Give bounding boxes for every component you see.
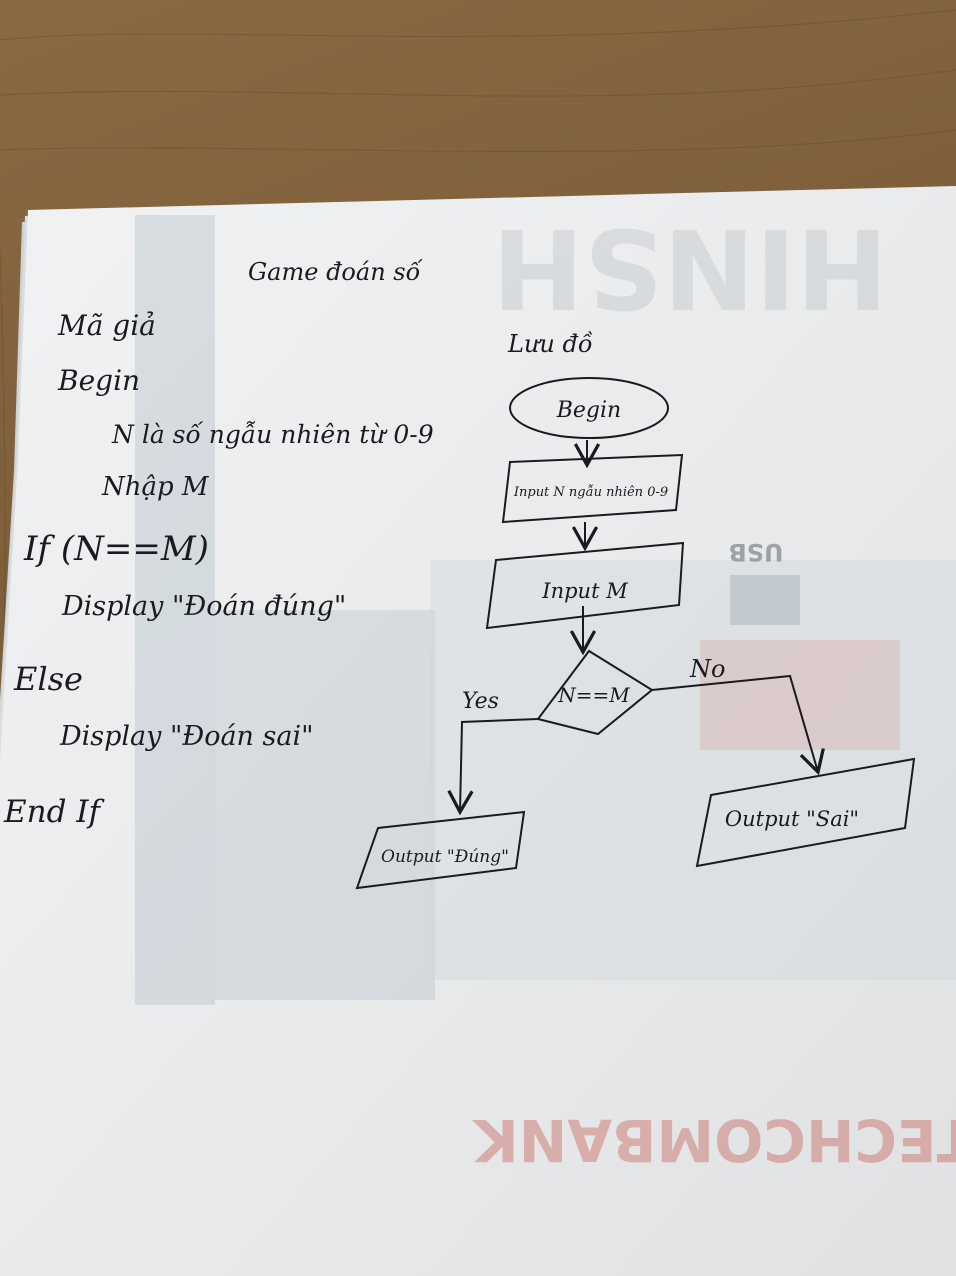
paper-sheet [0,186,956,1276]
begin-terminator [509,377,669,439]
begin-label: Begin [556,398,621,423]
pseudo-line-display-true: Display "Đoán đúng" [61,591,346,622]
page-title: Game đoán số [248,258,424,286]
yes-label: Yes [462,689,499,714]
backside-print: HINSH USB TECHCOMBANK [135,204,956,1174]
flowchart: Lưu đồ Begin Input N ngẫu nhiên 0-9 Inpu… [355,330,916,890]
pseudo-line-endif: End If [3,794,106,830]
input-n-label: Input N ngẫu nhiên 0-9 [513,484,668,500]
decision-label: N==M [557,683,630,707]
pseudo-line-else: Else [13,660,83,698]
input-m-label: Input M [541,579,628,603]
output-no-label: Output "Sai" [725,807,859,831]
pseudocode-heading: Mã giả [57,309,156,342]
input-m-box [485,541,685,630]
decision-diamond [536,649,654,736]
no-label: No [689,655,725,683]
pseudo-line-if: If (N==M) [23,529,209,569]
output-yes-label: Output "Đúng" [381,847,509,867]
arrow-yes-branch [447,718,539,816]
pseudo-line-random: N là số ngẫu nhiên từ 0-9 [111,420,434,449]
output-yes-box [355,810,526,890]
flowchart-heading: Lưu đồ [507,330,593,358]
input-n-box [501,453,684,524]
backside-top-text: HINSH [492,204,888,332]
output-no-box [695,757,916,868]
pseudocode-block: Mã giả Begin N là số ngẫu nhiên từ 0-9 N… [3,309,434,830]
pseudo-line-display-false: Display "Đoán sai" [59,721,314,752]
backside-badge-text: USB [728,538,783,566]
pseudo-line-input: Nhập M [101,472,210,502]
backside-bottom-text: TECHCOMBANK [472,1106,956,1174]
pseudo-line-begin: Begin [57,364,140,397]
arrow-no-branch [651,674,825,776]
